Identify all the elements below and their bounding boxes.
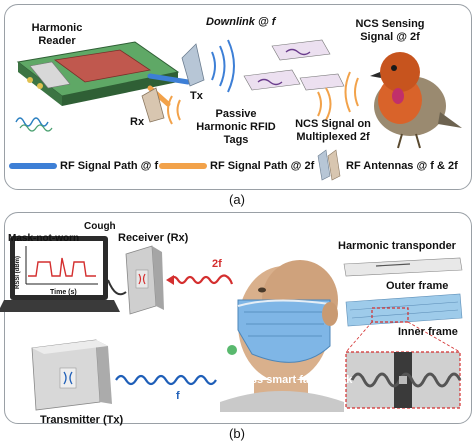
harmonic-reader-label: Harmonic Reader: [31, 22, 83, 47]
time-axis-label: Time (s): [50, 289, 77, 296]
harmonic-reader-device: [16, 41, 180, 106]
rx-label: Rx: [130, 116, 145, 128]
cough-label: Cough: [84, 221, 116, 232]
panel-a-illustration: [9, 39, 462, 181]
downlink-wave-icon: [211, 39, 235, 93]
ncs-multiplexed-wave-icon: [317, 87, 332, 121]
outer-frame-label: Outer frame: [386, 280, 449, 292]
legend-antenna-icon: [317, 149, 341, 181]
inner-frame-label: Inner frame: [398, 326, 458, 338]
reader-signal-trace-2: [19, 124, 53, 132]
transmitter-label: Transmitter (Tx): [40, 414, 124, 426]
legend-label-f: RF Signal Path @ f: [60, 160, 159, 172]
tx-antenna-icon: [181, 43, 205, 87]
ncs-multiplexed-label: NCS Signal on Multiplexed 2f: [295, 118, 371, 143]
downlink-label: Downlink @ f: [206, 16, 276, 28]
panel-b-caption: (b): [229, 426, 245, 441]
passive-rfid-tag-1: [271, 39, 331, 61]
ncs-sensing-wave-icon: [344, 71, 359, 113]
tx-cable: [147, 73, 191, 85]
panel-a-caption: (a): [229, 192, 245, 207]
mask-not-worn-label: Mask-not-worn: [8, 233, 80, 244]
legend-label-2f: RF Signal Path @ 2f: [210, 160, 315, 172]
passive-rfid-tag-2: [243, 69, 301, 91]
passive-tags-label: Passive Harmonic RFID Tags: [196, 108, 276, 146]
rssi-axis-label: RSSI (dBm): [15, 256, 21, 289]
freq-f-label: f: [176, 390, 180, 402]
tx-label: Tx: [190, 90, 203, 102]
receiver-label: Receiver (Rx): [118, 232, 189, 244]
return-wave-icon: [167, 95, 181, 125]
harmonic-transponder-label: Harmonic transponder: [338, 240, 456, 252]
freq-2f-label: 2f: [212, 258, 222, 270]
bird-illustration: [370, 52, 462, 149]
passive-rfid-tag-3: [299, 73, 345, 91]
rx-antenna-icon: [141, 87, 165, 123]
smart-mask-label: Wireless smart face mask: [218, 374, 353, 386]
reader-signal-trace: [15, 117, 49, 127]
ncs-sensing-label: NCS Sensing Signal @ 2f: [355, 18, 425, 43]
legend-label-antennas: RF Antennas @ f & 2f: [346, 160, 458, 172]
